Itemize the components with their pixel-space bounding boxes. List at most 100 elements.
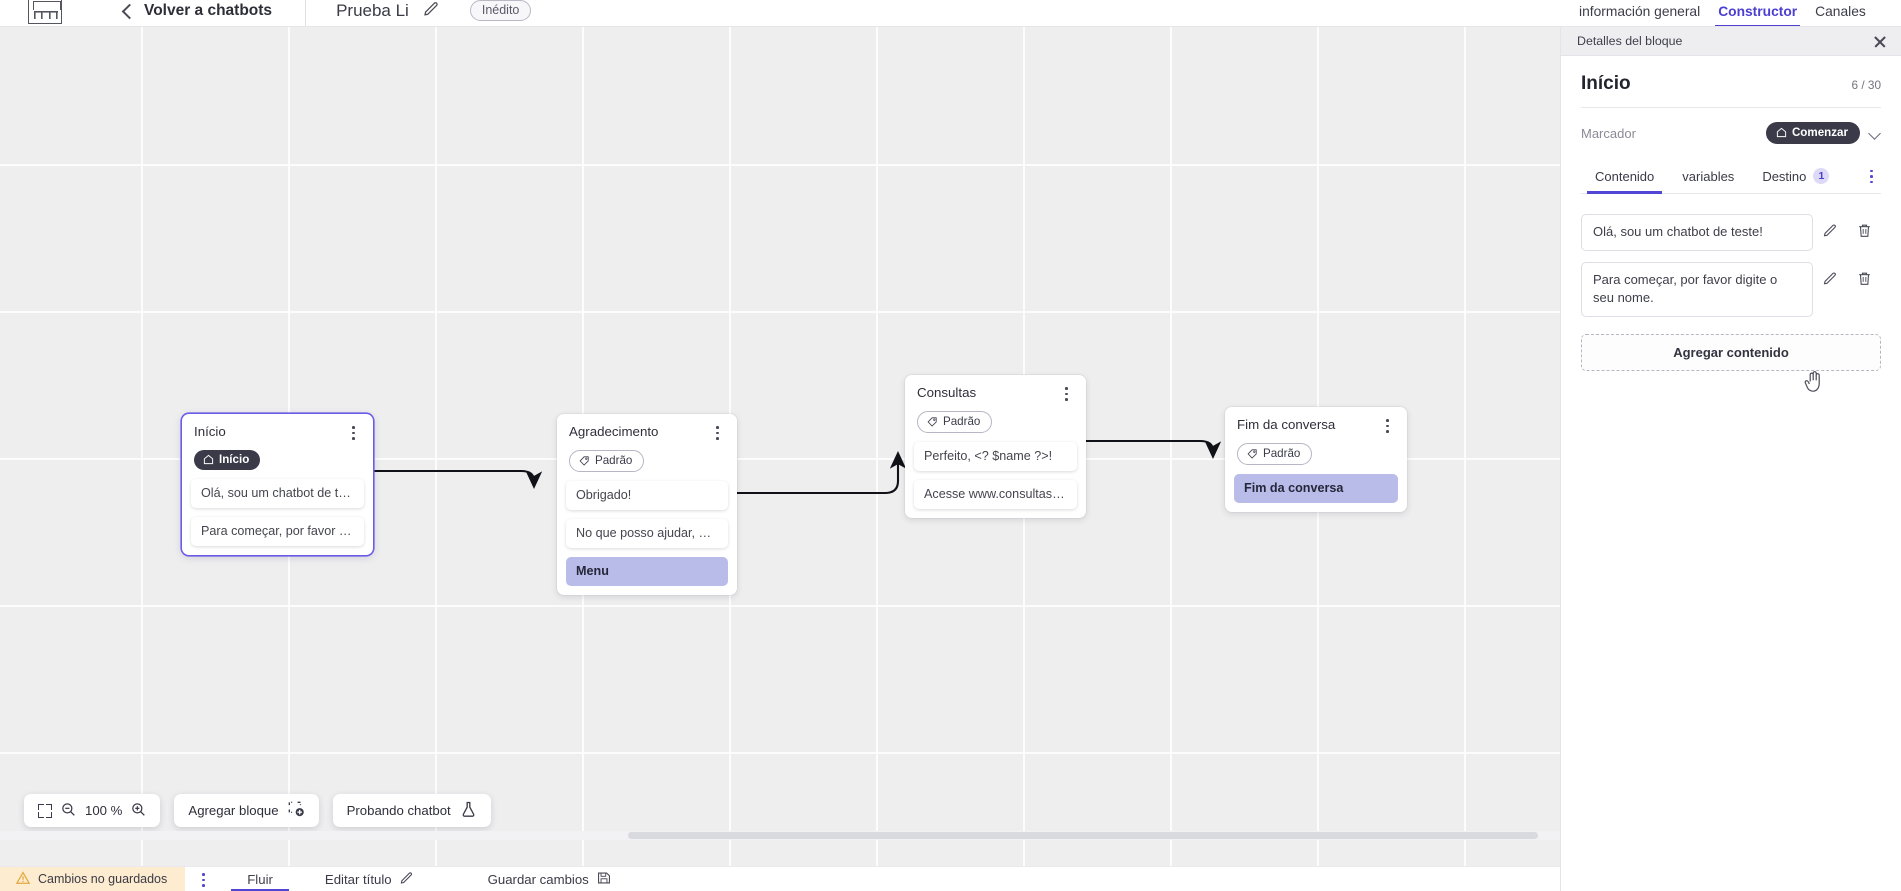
save-label: Guardar cambios xyxy=(487,871,589,887)
close-icon[interactable] xyxy=(1872,33,1888,49)
test-chatbot-label: Probando chatbot xyxy=(346,803,451,818)
tab-constructor[interactable]: Constructor xyxy=(1709,0,1806,26)
edit-content-pencil-icon[interactable] xyxy=(1813,219,1847,241)
marker-chip-comenzar[interactable]: Comenzar xyxy=(1765,122,1860,144)
content-row-actions xyxy=(1813,262,1881,289)
content-text[interactable]: Para começar, por favor digite o seu nom… xyxy=(1581,262,1813,317)
zoom-in-icon[interactable] xyxy=(131,802,146,820)
edit-title-label: Editar título xyxy=(324,871,392,887)
node-chip-label: Padrão xyxy=(595,454,633,467)
flow-node-inicio[interactable]: Início Início Olá, sou um chatbot de tes… xyxy=(182,414,373,555)
save-changes-button[interactable]: Guardar cambios xyxy=(482,867,617,891)
flow-node-agradecimento[interactable]: Agradecimento Padrão Obrigado! No que po… xyxy=(557,414,737,595)
header-divider xyxy=(305,0,307,26)
content-item: Olá, sou um chatbot de teste! xyxy=(1581,214,1881,251)
node-message[interactable]: No que posso ajudar, <? $name ... xyxy=(566,519,728,548)
content-row-actions xyxy=(1813,214,1881,241)
marker-label: Marcador xyxy=(1581,125,1636,141)
right-tab-bar: información general Constructor Canales xyxy=(1560,0,1901,27)
tag-icon xyxy=(579,456,589,466)
node-message[interactable]: Olá, sou um chatbot de teste! xyxy=(191,479,364,508)
node-message-end[interactable]: Fim da conversa xyxy=(1234,474,1398,503)
node-title: Início xyxy=(194,424,226,439)
panel-tab-label: Destino xyxy=(1762,168,1807,184)
panel-tab-bar: Contenido variables Destino 1 xyxy=(1581,157,1881,194)
edit-title-button[interactable]: Editar título xyxy=(319,867,420,891)
via-logo[interactable] xyxy=(28,0,62,24)
block-counter: 6 / 30 xyxy=(1851,78,1881,92)
panel-title-row: Início 6 / 30 xyxy=(1581,56,1881,107)
node-message[interactable]: Obrigado! xyxy=(566,481,728,510)
marker-chip-label: Comenzar xyxy=(1791,126,1848,139)
zoom-out-icon[interactable] xyxy=(61,802,76,820)
node-message[interactable]: Acesse www.consultas.com par... xyxy=(914,480,1077,509)
statusbar-tab-fluir[interactable]: Fluir xyxy=(231,867,289,891)
panel-body: Início 6 / 30 Marcador Comenzar xyxy=(1561,56,1901,891)
node-chip-label: Padrão xyxy=(1263,447,1301,460)
edit-content-pencil-icon[interactable] xyxy=(1813,267,1847,289)
zoom-level-label: 100 % xyxy=(85,803,123,818)
destino-count-badge: 1 xyxy=(1813,168,1830,184)
chevron-down-icon[interactable] xyxy=(1869,127,1881,139)
panel-tab-variables[interactable]: variables xyxy=(1668,161,1748,193)
scrollbar-thumb[interactable] xyxy=(628,832,1538,839)
tab-informacion-general[interactable]: información general xyxy=(1579,4,1701,19)
top-header: Volver a chatbots Prueba Li Inédito xyxy=(0,0,1561,27)
node-menu-kebab-icon[interactable] xyxy=(1058,385,1074,403)
home-icon xyxy=(203,454,214,465)
tag-icon xyxy=(927,417,937,427)
fit-screen-icon[interactable] xyxy=(38,803,52,818)
panel-tab-label: Contenido xyxy=(1595,168,1655,184)
home-icon xyxy=(1776,127,1787,138)
tab-canales[interactable]: Canales xyxy=(1815,4,1866,19)
node-header: Início xyxy=(182,424,373,442)
flow-connectors xyxy=(373,439,1222,495)
node-chip-inicio: Início xyxy=(194,450,261,470)
panel-header-title: Detalles del bloque xyxy=(1577,34,1683,48)
unsaved-changes-indicator: Cambios no guardados xyxy=(0,866,186,891)
edit-title-pencil-icon[interactable] xyxy=(423,0,440,22)
warning-icon xyxy=(15,870,31,888)
node-message[interactable]: Perfeito, <? $name ?>! xyxy=(914,442,1077,471)
flow-node-consultas[interactable]: Consultas Padrão Perfeito, <? $name ?>! … xyxy=(905,375,1086,518)
pencil-icon xyxy=(400,871,414,888)
back-to-chatbots-link[interactable]: Volver a chatbots xyxy=(144,1,273,19)
delete-content-trash-icon[interactable] xyxy=(1847,219,1881,241)
node-title: Consultas xyxy=(917,385,977,400)
zoom-controls[interactable]: 100 % xyxy=(24,794,161,827)
add-block-button[interactable]: Agregar bloque xyxy=(174,794,319,827)
add-content-button[interactable]: Agregar contenido xyxy=(1581,334,1881,371)
panel-tab-destino[interactable]: Destino 1 xyxy=(1748,160,1843,193)
delete-content-trash-icon[interactable] xyxy=(1847,267,1881,289)
flow-node-fim-da-conversa[interactable]: Fim da conversa Padrão Fim da conversa xyxy=(1225,407,1407,512)
node-menu-kebab-icon[interactable] xyxy=(709,424,725,442)
node-message[interactable]: Para começar, por favor digite o ... xyxy=(191,517,364,546)
canvas-horizontal-scrollbar[interactable] xyxy=(0,831,1561,840)
node-chip-label: Início xyxy=(219,453,250,466)
bottom-status-bar: Cambios no guardados Fluir Editar título… xyxy=(0,866,1561,891)
node-message-menu[interactable]: Menu xyxy=(566,557,728,586)
mouse-cursor-pointer xyxy=(1804,370,1824,392)
bot-title: Prueba Li xyxy=(336,0,409,20)
node-chip-label: Padrão xyxy=(943,415,981,428)
statusbar-kebab-icon[interactable] xyxy=(185,867,221,891)
node-menu-kebab-icon[interactable] xyxy=(345,424,361,442)
add-block-label: Agregar bloque xyxy=(188,803,279,818)
block-title: Início xyxy=(1581,73,1631,94)
back-chevron-icon[interactable] xyxy=(120,4,134,18)
panel-tab-contenido[interactable]: Contenido xyxy=(1581,161,1668,194)
node-header: Fim da conversa xyxy=(1225,417,1407,435)
panel-tab-label: variables xyxy=(1682,168,1735,184)
content-text[interactable]: Olá, sou um chatbot de teste! xyxy=(1581,214,1813,251)
panel-tabs-kebab-icon[interactable] xyxy=(1863,168,1879,186)
marker-row: Marcador Comenzar xyxy=(1581,108,1881,157)
node-menu-kebab-icon[interactable] xyxy=(1379,417,1395,435)
content-list: Olá, sou um chatbot de teste! xyxy=(1581,194,1881,371)
node-title: Fim da conversa xyxy=(1237,417,1336,432)
test-chatbot-button[interactable]: Probando chatbot xyxy=(332,794,491,827)
node-chip-padrao: Padrão xyxy=(569,450,645,472)
unsaved-label: Cambios no guardados xyxy=(38,872,168,886)
marker-value-group: Comenzar xyxy=(1765,122,1881,144)
flow-canvas[interactable]: Início Início Olá, sou um chatbot de tes… xyxy=(0,27,1561,866)
